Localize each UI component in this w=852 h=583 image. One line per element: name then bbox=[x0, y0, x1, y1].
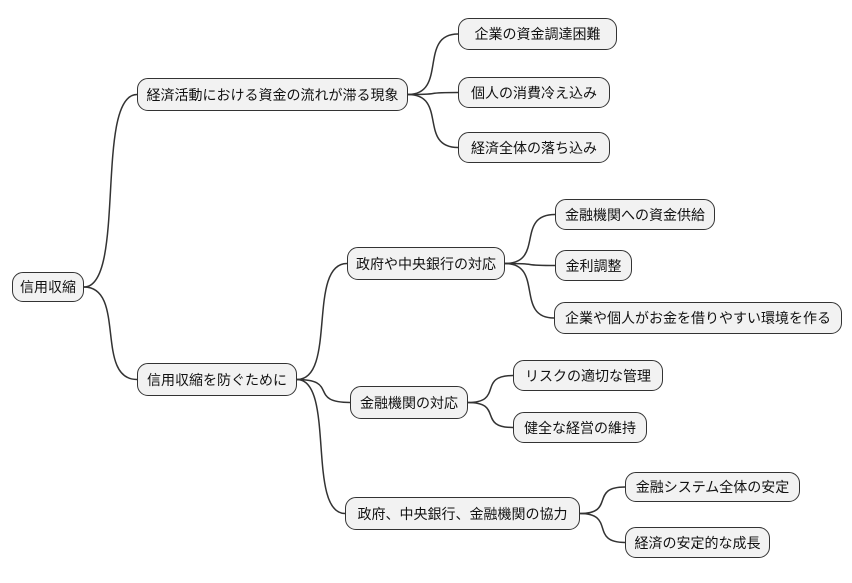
node-s1[interactable]: 政府や中央銀行の対応 bbox=[347, 247, 505, 280]
node-label: 金融機関の対応 bbox=[360, 394, 458, 411]
edge-b2-s1 bbox=[296, 262, 348, 381]
edge-s1-s1l2 bbox=[504, 262, 556, 267]
node-label: 信用収縮 bbox=[20, 279, 76, 295]
node-s1l2[interactable]: 金利調整 bbox=[555, 250, 632, 281]
edge-root-b2 bbox=[83, 286, 138, 381]
node-root[interactable]: 信用収縮 bbox=[12, 272, 84, 302]
node-b1[interactable]: 経済活動における資金の流れが滞る現象 bbox=[137, 78, 408, 111]
node-label: 金融機関への資金供給 bbox=[565, 206, 705, 223]
edge-s2-s2l2 bbox=[467, 401, 514, 429]
node-b2[interactable]: 信用収縮を防ぐために bbox=[137, 363, 297, 396]
node-b1l3[interactable]: 経済全体の落ち込み bbox=[458, 132, 610, 163]
node-s3l1[interactable]: 金融システム全体の安定 bbox=[625, 472, 800, 502]
node-s2l2[interactable]: 健全な経営の維持 bbox=[513, 412, 647, 443]
edge-s3-s3l2 bbox=[579, 512, 626, 544]
edge-b1-b1l3 bbox=[407, 93, 459, 149]
node-b1l1[interactable]: 企業の資金調達困難 bbox=[458, 18, 617, 50]
node-s3l2[interactable]: 経済の安定的な成長 bbox=[625, 527, 770, 558]
node-label: 企業や個人がお金を借りやすい環境を作る bbox=[565, 310, 831, 326]
edge-s1-s1l1 bbox=[504, 213, 556, 265]
node-label: 個人の消費冷え込み bbox=[471, 84, 597, 101]
node-label: 金利調整 bbox=[565, 257, 622, 274]
node-label: 金融システム全体の安定 bbox=[635, 479, 790, 495]
node-label: 経済の安定的な成長 bbox=[634, 534, 761, 551]
edge-b1-b1l2 bbox=[407, 91, 459, 96]
node-label: 健全な経営の維持 bbox=[524, 419, 636, 436]
node-label: 政府、中央銀行、金融機関の協力 bbox=[357, 505, 568, 522]
edge-s1-s1l3 bbox=[504, 262, 555, 319]
node-label: 経済全体の落ち込み bbox=[471, 139, 597, 156]
node-s1l1[interactable]: 金融機関への資金供給 bbox=[555, 199, 715, 230]
node-label: 経済活動における資金の流れが滞る現象 bbox=[146, 86, 399, 103]
node-s2[interactable]: 金融機関の対応 bbox=[350, 386, 468, 419]
node-label: リスクの適切な管理 bbox=[525, 367, 651, 384]
node-b1l2[interactable]: 個人の消費冷え込み bbox=[458, 77, 610, 108]
edge-b2-s2 bbox=[296, 378, 351, 404]
edge-b2-s3 bbox=[296, 378, 346, 515]
edge-s3-s3l1 bbox=[579, 486, 626, 515]
node-label: 信用収縮を防ぐために bbox=[147, 371, 287, 388]
edge-root-b1 bbox=[83, 93, 138, 288]
edge-b1-b1l1 bbox=[407, 33, 459, 96]
edge-s2-s2l1 bbox=[467, 374, 514, 404]
node-label: 政府や中央銀行の対応 bbox=[356, 255, 496, 272]
node-label: 企業の資金調達困難 bbox=[474, 26, 601, 42]
node-s2l1[interactable]: リスクの適切な管理 bbox=[513, 360, 663, 391]
node-s1l3[interactable]: 企業や個人がお金を借りやすい環境を作る bbox=[554, 302, 842, 334]
node-s3[interactable]: 政府、中央銀行、金融機関の協力 bbox=[345, 497, 580, 530]
